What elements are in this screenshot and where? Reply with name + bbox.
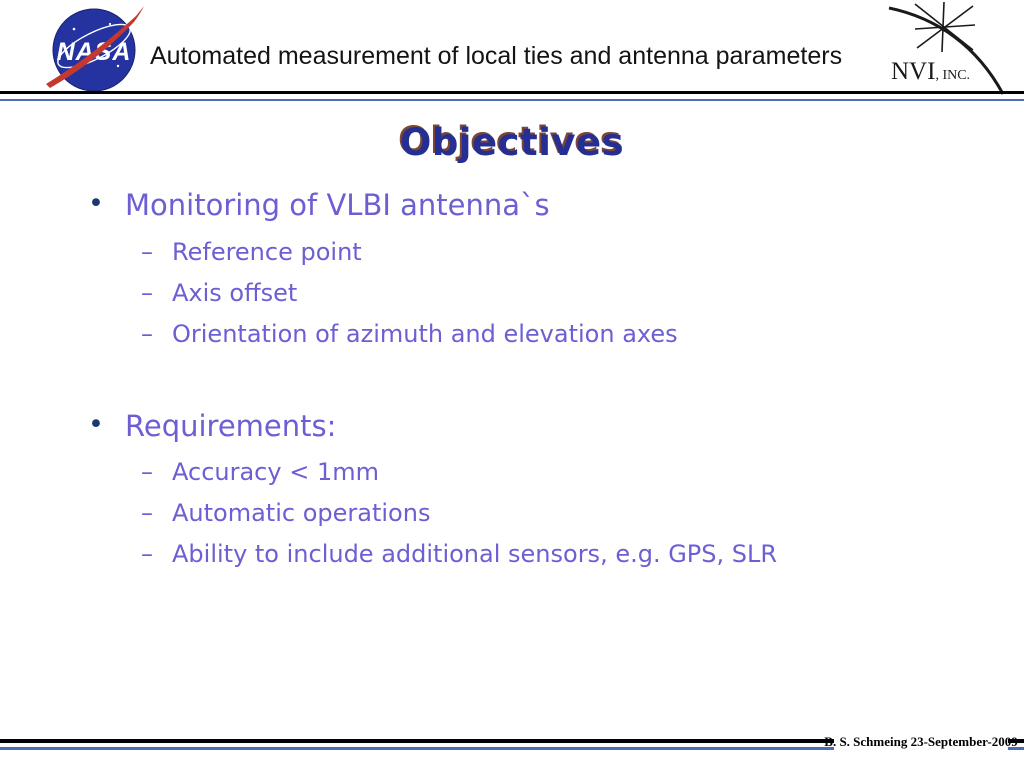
sub-bullet-label: Reference point (172, 238, 362, 266)
nasa-logo-icon: NASA (46, 6, 144, 92)
sub-bullet-item: – Orientation of azimuth and elevation a… (141, 320, 678, 348)
dash-icon: – (141, 279, 153, 307)
bullet-item: • Requirements: (88, 409, 336, 443)
footer-rule-blue (0, 747, 1024, 750)
sub-bullet-label: Automatic operations (172, 499, 431, 527)
bullet-dot-icon: • (88, 409, 104, 440)
sub-bullet-item: – Automatic operations (141, 499, 430, 527)
dash-icon: – (141, 320, 153, 348)
nvi-logo-icon: NVI, INC. (888, 2, 1005, 95)
sub-bullet-item: – Reference point (141, 238, 362, 266)
dash-icon: – (141, 238, 153, 266)
footer-rule-black (0, 739, 1024, 743)
slide-title: Objectives (399, 121, 625, 164)
bullet-label: Monitoring of VLBI antenna`s (125, 188, 550, 222)
sub-bullet-label: Ability to include additional sensors, e… (172, 540, 778, 568)
bullet-dot-icon: • (88, 188, 104, 219)
svg-text:NVI, INC.: NVI, INC. (891, 58, 970, 85)
header-rule-black (0, 91, 1024, 94)
dash-icon: – (141, 458, 153, 486)
bullet-item: • Monitoring of VLBI antenna`s (88, 188, 550, 222)
sub-bullet-label: Orientation of azimuth and elevation axe… (172, 320, 678, 348)
sub-bullet-label: Accuracy < 1mm (172, 458, 379, 486)
header-rule-blue (0, 99, 1024, 101)
sub-bullet-item: – Accuracy < 1mm (141, 458, 379, 486)
footer-credit: B. S. Schmeing 23-September-2009 (824, 728, 1018, 756)
sub-bullet-item: – Ability to include additional sensors,… (141, 540, 777, 568)
sub-bullet-label: Axis offset (172, 279, 298, 307)
header-title: Automated measurement of local ties and … (150, 42, 843, 70)
bullet-label: Requirements: (125, 409, 337, 443)
dash-icon: – (141, 499, 153, 527)
sub-bullet-item: – Axis offset (141, 279, 297, 307)
nvi-logo-text: NVI (891, 58, 935, 85)
nvi-logo-suffix: , INC. (935, 68, 970, 83)
dash-icon: – (141, 540, 153, 568)
